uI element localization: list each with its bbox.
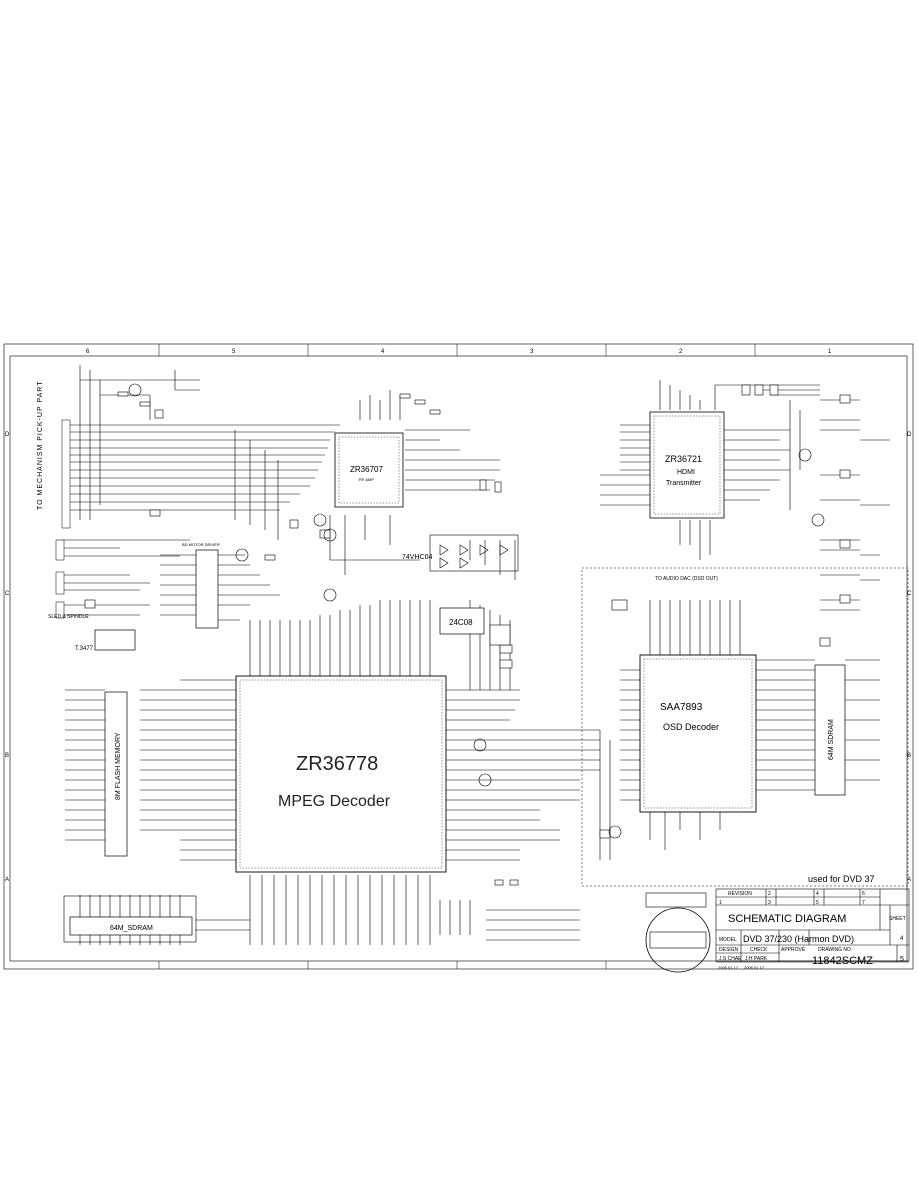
saa7893-sub: OSD Decoder: [663, 722, 719, 732]
row-label: B: [5, 753, 9, 759]
row-label: C: [5, 591, 10, 597]
drawing-no-label: DRAWING NO: [818, 947, 851, 953]
row-label: A: [5, 877, 9, 883]
zr36707-sub: RF AMP: [359, 477, 374, 482]
zr36778-chip: ZR36778 MPEG Decoder: [235, 675, 447, 873]
used-for-note: used for DVD 37: [808, 874, 875, 884]
column-label: 3: [530, 349, 534, 355]
rev-cell: 6: [862, 891, 865, 897]
motor-driver-chip: BD MOTOR DRIVER: [182, 542, 220, 629]
title-block: [715, 888, 910, 963]
revision-label: REVISION: [728, 891, 752, 897]
rev-cell: 2: [768, 891, 771, 897]
column-label: 4: [381, 349, 385, 355]
rev-cell: 4: [816, 891, 819, 897]
row-label: C: [907, 591, 912, 597]
flash-memory-chip: 8M FLASH MEMORY: [104, 691, 128, 857]
pickup-connector: [55, 419, 71, 619]
page-number: 5: [900, 956, 904, 963]
passive-components: [84, 384, 851, 886]
eeprom-chip: 24C08: [439, 607, 485, 635]
t3477-chip: T.3477: [75, 629, 136, 652]
audio-dac-note: TO AUDIO DAC (DSD OUT): [655, 576, 718, 582]
column-label: 5: [232, 349, 236, 355]
sdram-b-label: 64M SDRAM: [828, 719, 835, 760]
row-label: D: [5, 432, 10, 438]
zr36778-sub: MPEG Decoder: [278, 793, 391, 810]
zr36721-sub1: HDMI: [677, 469, 695, 476]
company-logo: [645, 892, 711, 973]
checker-name: J.H PARK: [745, 956, 768, 962]
row-label: A: [907, 877, 911, 883]
column-label: 6: [86, 349, 90, 355]
sheet-value: 4: [900, 936, 904, 942]
sheet-frame: [3, 343, 914, 970]
sdram-b-chip: 64M SDRAM: [814, 664, 846, 796]
zr36721-chip: ZR36721 HDMI Transmitter: [649, 411, 725, 519]
hc04-label: 74VHC04: [402, 554, 432, 561]
model-value: DVD 37/230 (Harmon DVD): [743, 934, 854, 944]
hc04-chip: 74VHC04: [402, 534, 519, 572]
pickup-connector-label: TO MECHANISM PICK-UP PART: [37, 381, 44, 511]
approve-label: APPROVE: [781, 947, 806, 953]
design-label: DESIGN: [719, 947, 739, 953]
zr36778-label: ZR36778: [296, 753, 378, 775]
rev-cell: 1: [719, 900, 722, 906]
column-label: 1: [828, 349, 832, 355]
zr36721-sub2: Transmitter: [666, 480, 702, 487]
rev-cell: 7: [862, 900, 865, 906]
model-label: MODEL: [719, 937, 737, 943]
transistor-symbols: [128, 383, 825, 839]
row-label: D: [907, 432, 912, 438]
zr36721-label: ZR36721: [665, 454, 702, 464]
zr36707-chip: ZR36707 RF AMP: [334, 432, 404, 508]
row-label: B: [907, 753, 911, 759]
design-date: 2006.01.17: [718, 965, 739, 970]
sdram-a-label: 64M_SDRAM: [110, 925, 153, 932]
sdram-a-chip: 64M_SDRAM: [63, 895, 197, 943]
motor-driver-label: BD MOTOR DRIVER: [182, 542, 220, 547]
rev-cell: 5: [816, 900, 819, 906]
sled-spindle-note: SLED & SPINDLE: [48, 614, 89, 620]
saa7893-label: SAA7893: [660, 702, 703, 713]
zr36707-label: ZR36707: [350, 465, 383, 474]
column-label: 2: [679, 349, 683, 355]
t3477-label: T.3477: [75, 646, 94, 652]
check-date: 2006.01.17: [744, 965, 765, 970]
dvd37-region: [581, 567, 909, 887]
designer-name: J.S CHAE: [719, 956, 742, 962]
saa7893-chip: SAA7893 OSD Decoder: [639, 654, 757, 813]
rev-cell: 3: [768, 900, 771, 906]
eeprom-label: 24C08: [449, 618, 473, 627]
sheet-label: SHEET: [889, 916, 906, 922]
drawing-title: SCHEMATIC DIAGRAM: [728, 913, 846, 925]
drawing-number: 11842SCMZ: [812, 955, 873, 967]
flash-memory-label: 8M FLASH MEMORY: [115, 732, 122, 800]
check-label: CHECK: [750, 947, 768, 953]
column-ruler: [158, 344, 756, 969]
